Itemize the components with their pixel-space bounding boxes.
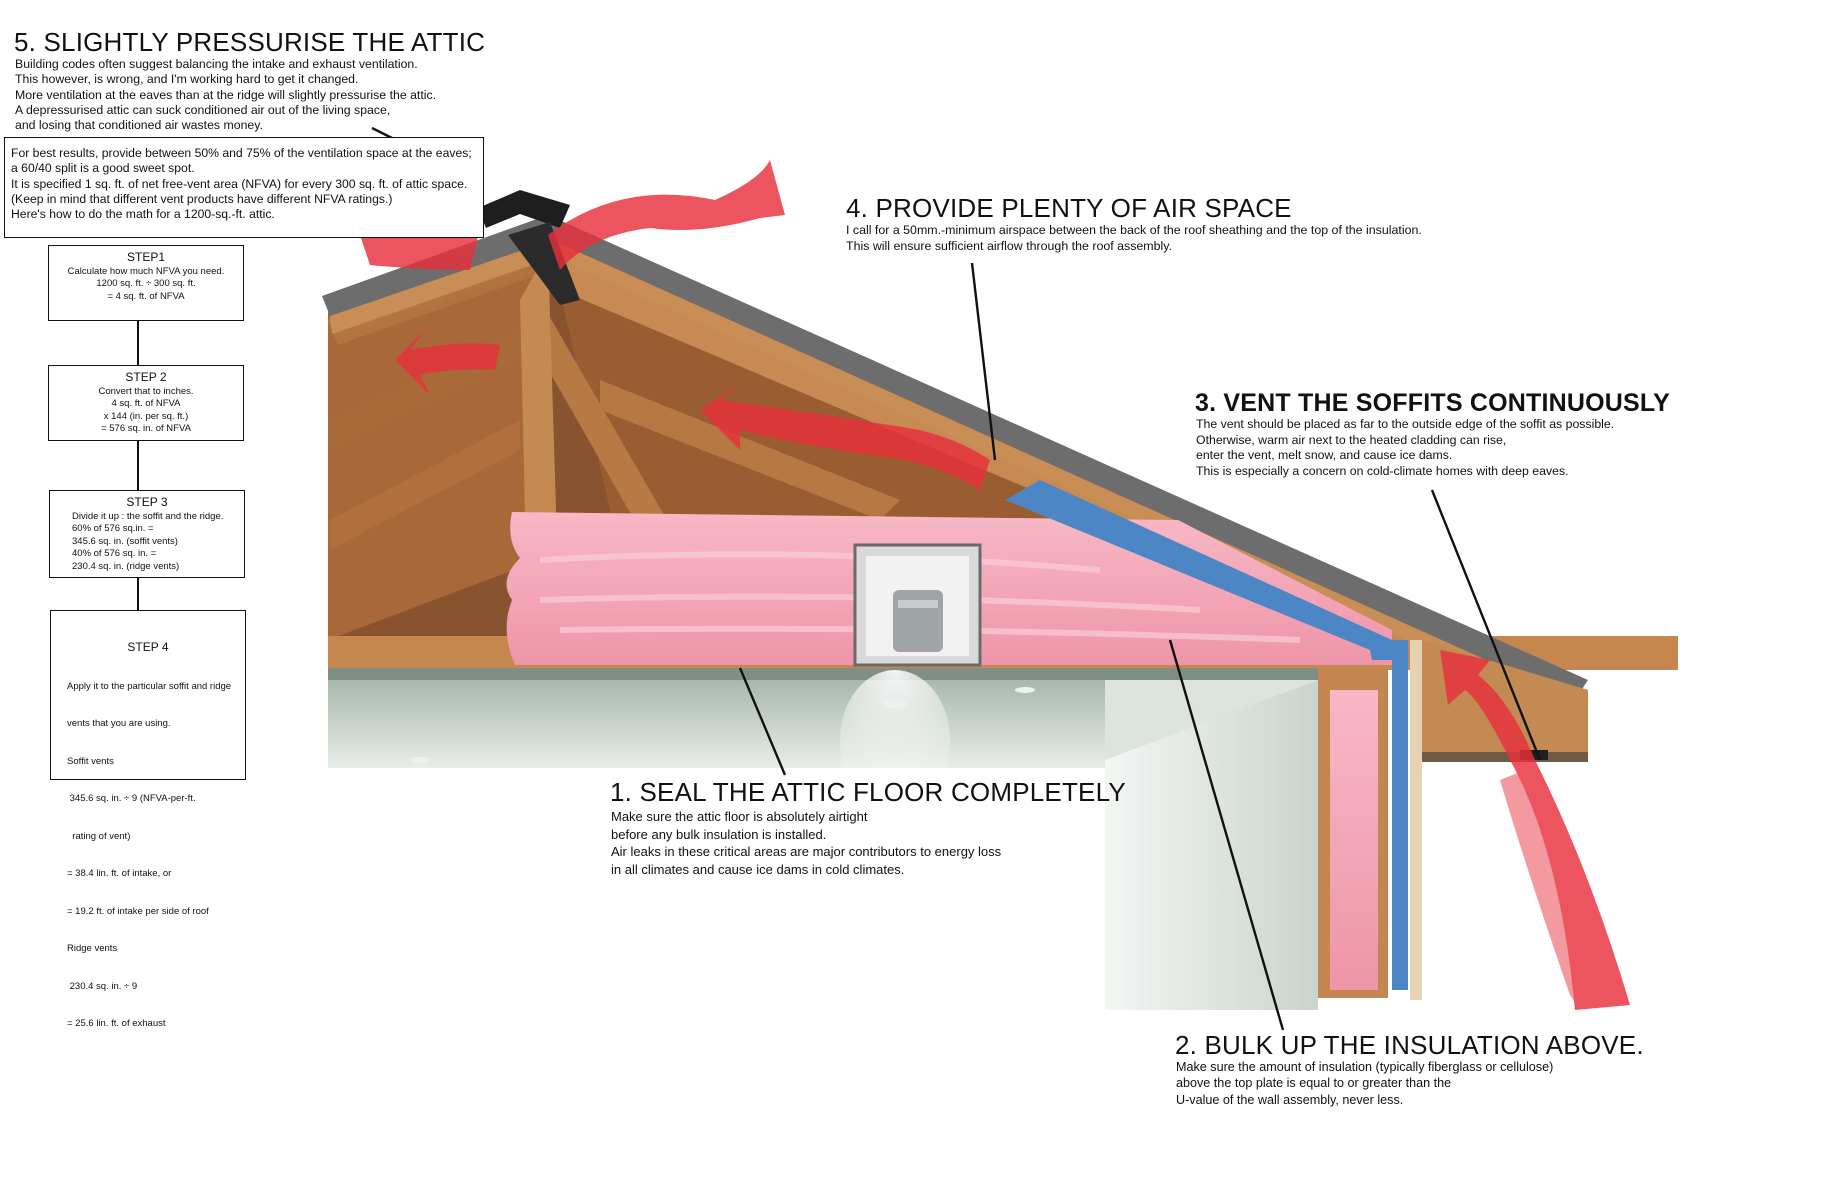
- step-line: 40% of 576 sq. in. =: [72, 548, 157, 559]
- ceiling-and-wall: [328, 668, 1318, 1010]
- step-line: = 38.4 lin. ft. of intake, or: [67, 868, 172, 879]
- section1-line: in all climates and cause ice dams in co…: [611, 861, 905, 877]
- section3-title: 3. VENT THE SOFFITS CONTINUOUSLY: [1195, 389, 1670, 417]
- step-line: rating of vent): [67, 830, 131, 842]
- section1-line: Make sure the attic floor is absolutely …: [611, 809, 868, 824]
- step-4-box: STEP 4 Apply it to the particular soffit…: [50, 610, 246, 1029]
- section2-line: Make sure the amount of insulation (typi…: [1176, 1060, 1554, 1074]
- section3-line: Otherwise, warm air next to the heated c…: [1196, 432, 1507, 447]
- step-line: 60% of 576 sq.in. =: [72, 523, 154, 534]
- section4-text: I call for a 50mm.-minimum airspace betw…: [846, 222, 1422, 254]
- step-line: 230.4 sq. in. ÷ 9: [67, 980, 138, 992]
- section1-line: Air leaks in these critical areas are ma…: [611, 844, 1002, 859]
- ventilation-ratio-box: For best results, provide between 50% an…: [4, 137, 484, 238]
- leader-lines: [371, 126, 1542, 1031]
- ratio-line: a 60/40 split is a good sweet spot.: [11, 161, 195, 176]
- step-line: Ridge vents: [67, 943, 118, 954]
- leader-line-2: [1168, 639, 1285, 1031]
- section3-line: enter the vent, melt snow, and cause ice…: [1196, 448, 1453, 462]
- step-line: 4 sq. ft. of NFVA: [111, 398, 181, 409]
- step-1-box: STEP1 Calculate how much NFVA you need. …: [48, 245, 244, 321]
- section4-line: This will ensure sufficient airflow thro…: [846, 239, 1172, 253]
- step-line: Calculate how much NFVA you need.: [67, 265, 225, 277]
- ratio-line: For best results, provide between 50% an…: [11, 146, 472, 160]
- step-line: = 19.2 ft. of intake per side of roof: [67, 905, 209, 917]
- step-2-box: STEP 2 Convert that to inches. 4 sq. ft.…: [48, 365, 244, 441]
- section2-title: 2. BULK UP THE INSULATION ABOVE.: [1175, 1030, 1644, 1060]
- leader-line-3: [1430, 489, 1542, 761]
- step-line: 345.6 sq. in. (soffit vents): [72, 535, 178, 547]
- step-3-title: STEP 3: [126, 495, 168, 509]
- section3-line: The vent should be placed as far to the …: [1196, 417, 1615, 431]
- step-line: Divide it up : the soffit and the ridge.: [72, 510, 224, 522]
- step-line: = 576 sq. in. of NFVA: [101, 423, 191, 434]
- ratio-line: It is specified 1 sq. ft. of net free-ve…: [11, 176, 468, 191]
- ratio-line: Here's how to do the math for a 1200-sq.…: [11, 207, 275, 222]
- section3-line: This is especially a concern on cold-cli…: [1196, 463, 1569, 478]
- ratio-line: (Keep in mind that different vent produc…: [11, 191, 393, 206]
- leader-line-4: [970, 262, 997, 461]
- step-line: x 144 (in. per sq. ft.): [103, 410, 189, 422]
- leader-line-1: [738, 667, 787, 776]
- step-1-title: STEP1: [126, 250, 165, 264]
- step-2-title: STEP 2: [125, 370, 167, 384]
- leader-line-5: [371, 126, 393, 140]
- section5-line: Building codes often suggest balancing t…: [15, 57, 418, 71]
- step-line: 1200 sq. ft. ÷ 300 sq. ft.: [96, 278, 196, 289]
- section4-line: I call for a 50mm.-minimum airspace betw…: [846, 223, 1422, 237]
- step-line: 230.4 sq. in. (ridge vents): [72, 560, 180, 572]
- section1-title: 1. SEAL THE ATTIC FLOOR COMPLETELY: [610, 777, 1126, 807]
- section5-title: 5. SLIGHTLY PRESSURISE THE ATTIC: [14, 27, 486, 57]
- step-line: 345.6 sq. in. ÷ 9 (NFVA-per-ft.: [67, 793, 196, 804]
- section3-text: The vent should be placed as far to the …: [1196, 417, 1614, 479]
- section1-line: before any bulk insulation is installed.: [611, 826, 827, 842]
- step-line: Convert that to inches.: [98, 385, 194, 397]
- section5-line: and losing that conditioned air wastes m…: [15, 118, 263, 133]
- step-line: = 25.6 lin. ft. of exhaust: [67, 1018, 166, 1029]
- section5-text: Building codes often suggest balancing t…: [15, 57, 436, 133]
- exterior-wall: [1318, 640, 1422, 1000]
- step-4-title: STEP 4: [127, 640, 169, 654]
- section4-title: 4. PROVIDE PLENTY OF AIR SPACE: [846, 193, 1292, 223]
- ridge-vent: [478, 190, 580, 305]
- step-line: = 4 sq. ft. of NFVA: [107, 290, 185, 302]
- step-3-box: STEP 3 Divide it up : the soffit and the…: [49, 490, 245, 578]
- section5-line: This however, is wrong, and I'm working …: [15, 72, 359, 87]
- section5-line: A depressurised attic can suck condition…: [15, 102, 391, 117]
- exhaust-fan-housing: [853, 543, 982, 667]
- section2-text: Make sure the amount of insulation (typi…: [1176, 1059, 1553, 1108]
- step-line: vents that you are using.: [67, 718, 171, 729]
- step-line: Apply it to the particular soffit and ri…: [67, 680, 232, 692]
- section1-text: Make sure the attic floor is absolutely …: [611, 808, 1001, 878]
- section2-line: above the top plate is equal to or great…: [1176, 1076, 1452, 1091]
- step-line: Soffit vents: [67, 755, 114, 767]
- section2-line: U-value of the wall assembly, never less…: [1176, 1092, 1404, 1107]
- section5-line: More ventilation at the eaves than at th…: [15, 87, 437, 102]
- airflow-arrows: [360, 160, 1630, 1010]
